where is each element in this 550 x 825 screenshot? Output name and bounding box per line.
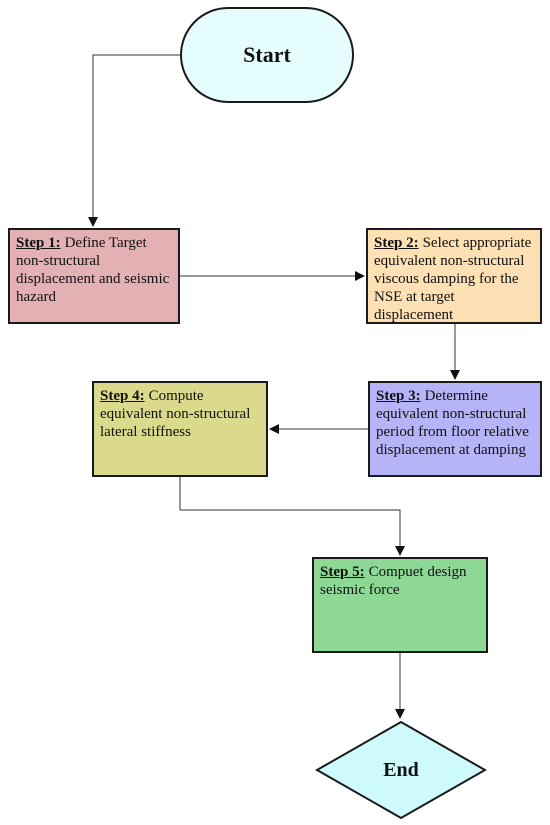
step-5-label: Step 5: bbox=[320, 564, 365, 580]
step-2-box: Step 2:Select appropriate equivalent non… bbox=[366, 228, 542, 324]
step-2-label: Step 2: bbox=[374, 235, 419, 251]
step-4-label: Step 4: bbox=[100, 388, 145, 404]
step-3-label: Step 3: bbox=[376, 388, 421, 404]
end-diamond-shape bbox=[314, 720, 488, 820]
start-label: Start bbox=[243, 42, 291, 67]
step-3-text: Determine equivalent non-structural peri… bbox=[376, 388, 529, 458]
edge-start-to-step1 bbox=[88, 54, 180, 227]
step-1-box: Step 1:Define Target non-structural disp… bbox=[8, 228, 180, 324]
step-4-box: Step 4:Compute equivalent non-structural… bbox=[92, 381, 268, 477]
step-3-box: Step 3:Determine equivalent non-structur… bbox=[368, 381, 542, 477]
edge-step4-to-step5 bbox=[179, 477, 405, 556]
start-node: Start bbox=[180, 7, 354, 103]
step-1-text: Define Target non-structural displacemen… bbox=[16, 235, 170, 305]
step-2-text: Select appropriate equivalent non-struct… bbox=[374, 235, 532, 323]
step-4-text: Compute equivalent non-structural latera… bbox=[100, 388, 251, 440]
step-5-text: Compuet design seismic force bbox=[320, 564, 467, 598]
step-1-label: Step 1: bbox=[16, 235, 61, 251]
step-5-box: Step 5:Compuet design seismic force bbox=[312, 557, 488, 653]
end-label: End bbox=[383, 758, 419, 781]
end-node: End bbox=[314, 720, 488, 820]
